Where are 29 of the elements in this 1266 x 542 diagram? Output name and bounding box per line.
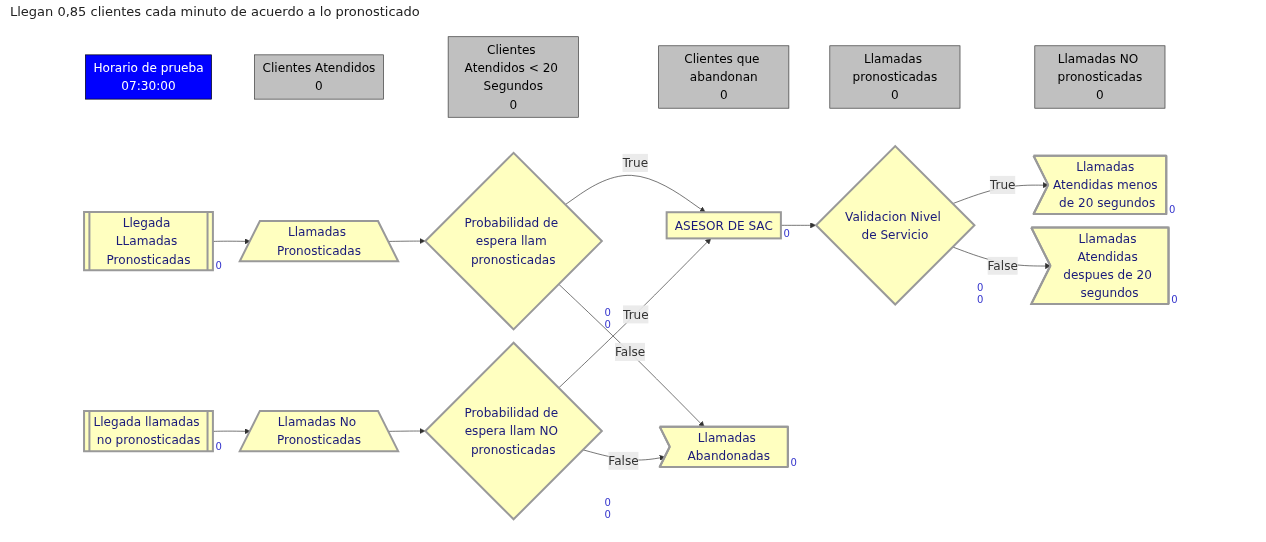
counter-value: 0	[790, 456, 797, 468]
edge-label: False	[614, 344, 646, 359]
counter-value: 0	[977, 294, 984, 306]
edge-label: False	[987, 258, 1018, 273]
counter-value: 0	[215, 440, 222, 452]
node-diamond: Probabilidad de espera llam pronosticadas	[423, 151, 604, 331]
counter-value: 0	[604, 496, 611, 508]
counter-value: 0	[1168, 203, 1176, 215]
node-box: Clientes Atendidos 0	[254, 54, 384, 100]
node-box: ASESOR DE SAC	[665, 211, 782, 240]
node-box: Llamadas pronosticadas 0	[829, 45, 961, 109]
counter-value: 0	[604, 306, 611, 318]
counter-value: 0	[604, 508, 611, 520]
counter-value: 0	[215, 259, 222, 271]
node-diamond: Validacion Nivel de Servicio	[814, 144, 976, 306]
note-text: Llegan 0,85 clientes cada minuto de acuerdo a lo pronosticado	[10, 4, 421, 19]
node-box: Clientes Atendidos < 20 Segundos 0	[447, 36, 579, 118]
counter-value: 0	[1171, 293, 1178, 305]
counter-value: 0	[604, 319, 611, 330]
node-box: Clientes que abandonan 0	[658, 45, 790, 109]
counter-value: 0	[783, 228, 790, 240]
edge-label: True	[989, 177, 1016, 192]
edge-label: False	[608, 453, 639, 468]
node-box: Horario de prueba 07:30:00	[85, 54, 212, 100]
edge-label: True	[622, 155, 649, 170]
node-box: Llamadas NO pronosticadas 0	[1034, 45, 1166, 109]
counter-value: 0	[977, 282, 984, 294]
node-diamond: Probabilidad de espera llam NO pronosticadas	[423, 341, 604, 521]
edge-label: True	[623, 307, 649, 322]
